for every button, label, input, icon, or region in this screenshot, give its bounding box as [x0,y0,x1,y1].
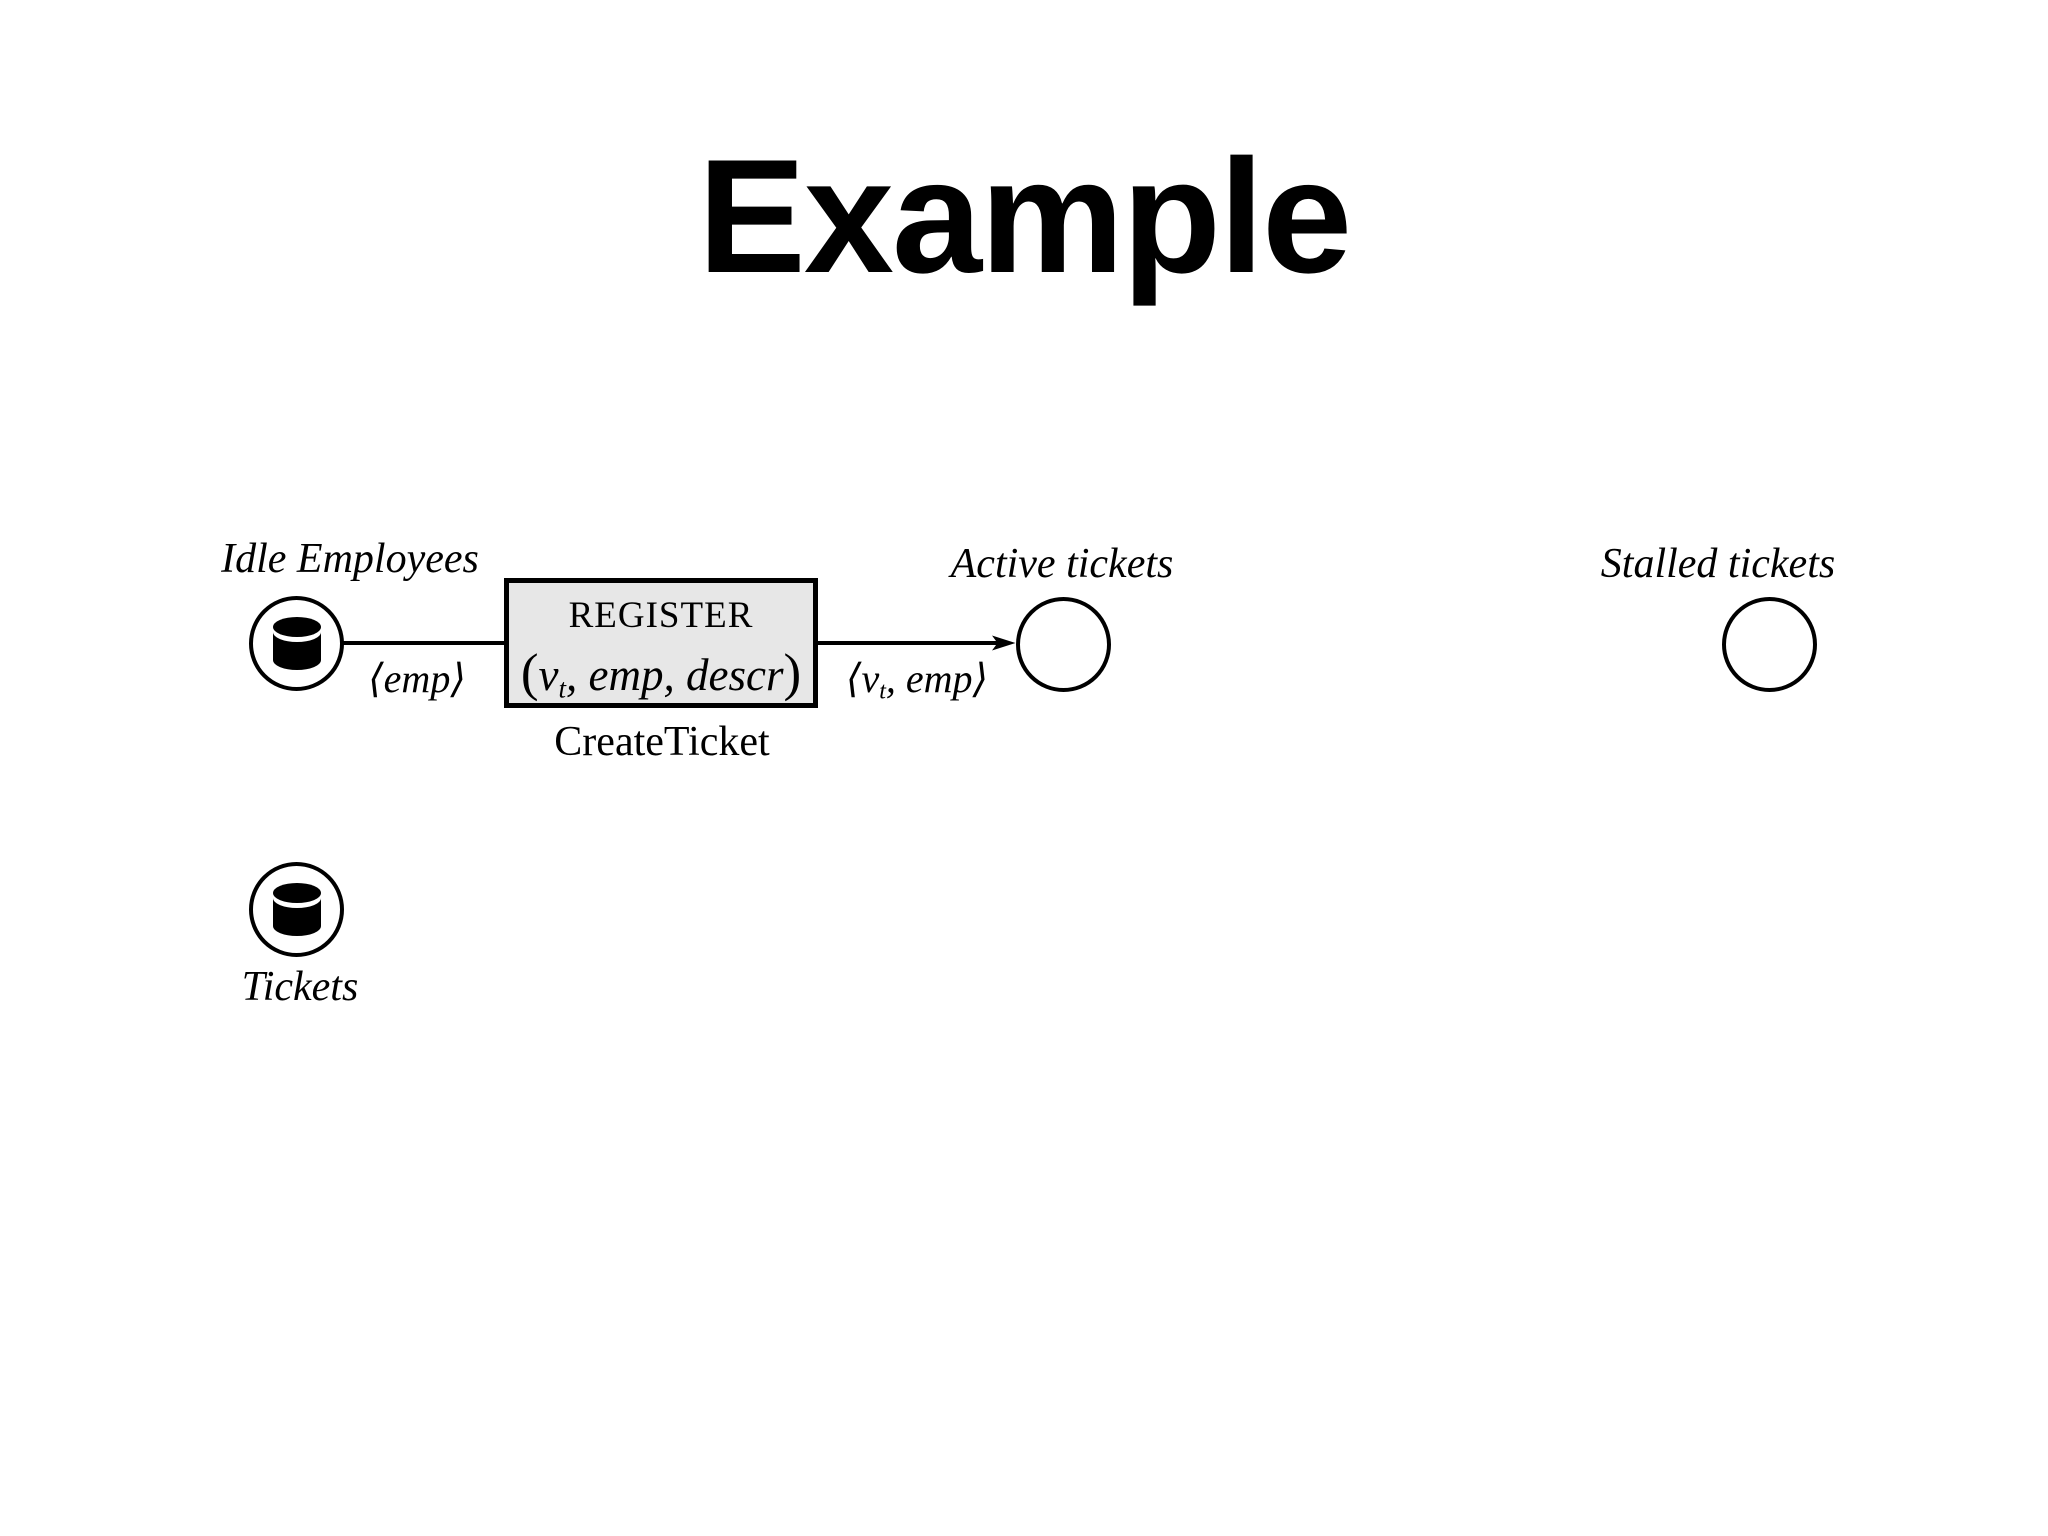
tuple-open-paren: ( [520,644,539,702]
tuple-nu: ν [538,650,559,700]
transition-name: REGISTER [568,595,754,636]
edge-label-part: ⟨ν [845,656,880,701]
place-stalled-tickets [1722,597,1817,692]
edge-label-nut-emp: ⟨νt, emp⟩ [845,656,989,704]
place-label-tickets: Tickets [241,964,359,1010]
slide-title: Example [697,126,1352,307]
tuple-variables: , emp, descr [566,650,784,700]
place-tickets [249,862,344,957]
transition-caption: CreateTicket [554,719,770,765]
place-label-idle-employees: Idle Employees [221,536,479,582]
tuple-close-paren: ) [783,644,802,702]
database-icon [272,616,321,670]
edge-arrowhead-icon [992,635,1016,651]
edge-label-emp: ⟨emp⟩ [368,656,466,701]
edge-label-part: , emp⟩ [885,656,989,701]
place-label-active-tickets: Active tickets [950,541,1174,587]
transition-register: REGISTER (νt, emp, descr) [504,578,818,708]
edge-label-subscript: t [879,678,886,705]
place-active-tickets [1016,597,1111,692]
place-idle-employees [249,596,344,691]
tuple-subscript: t [558,673,567,704]
place-label-stalled-tickets: Stalled tickets [1600,541,1836,587]
edge-register-to-active [815,640,1000,645]
database-icon [272,882,321,936]
edge-idle-to-register [340,640,506,645]
transition-tuple: (νt, emp, descr) [509,643,813,704]
